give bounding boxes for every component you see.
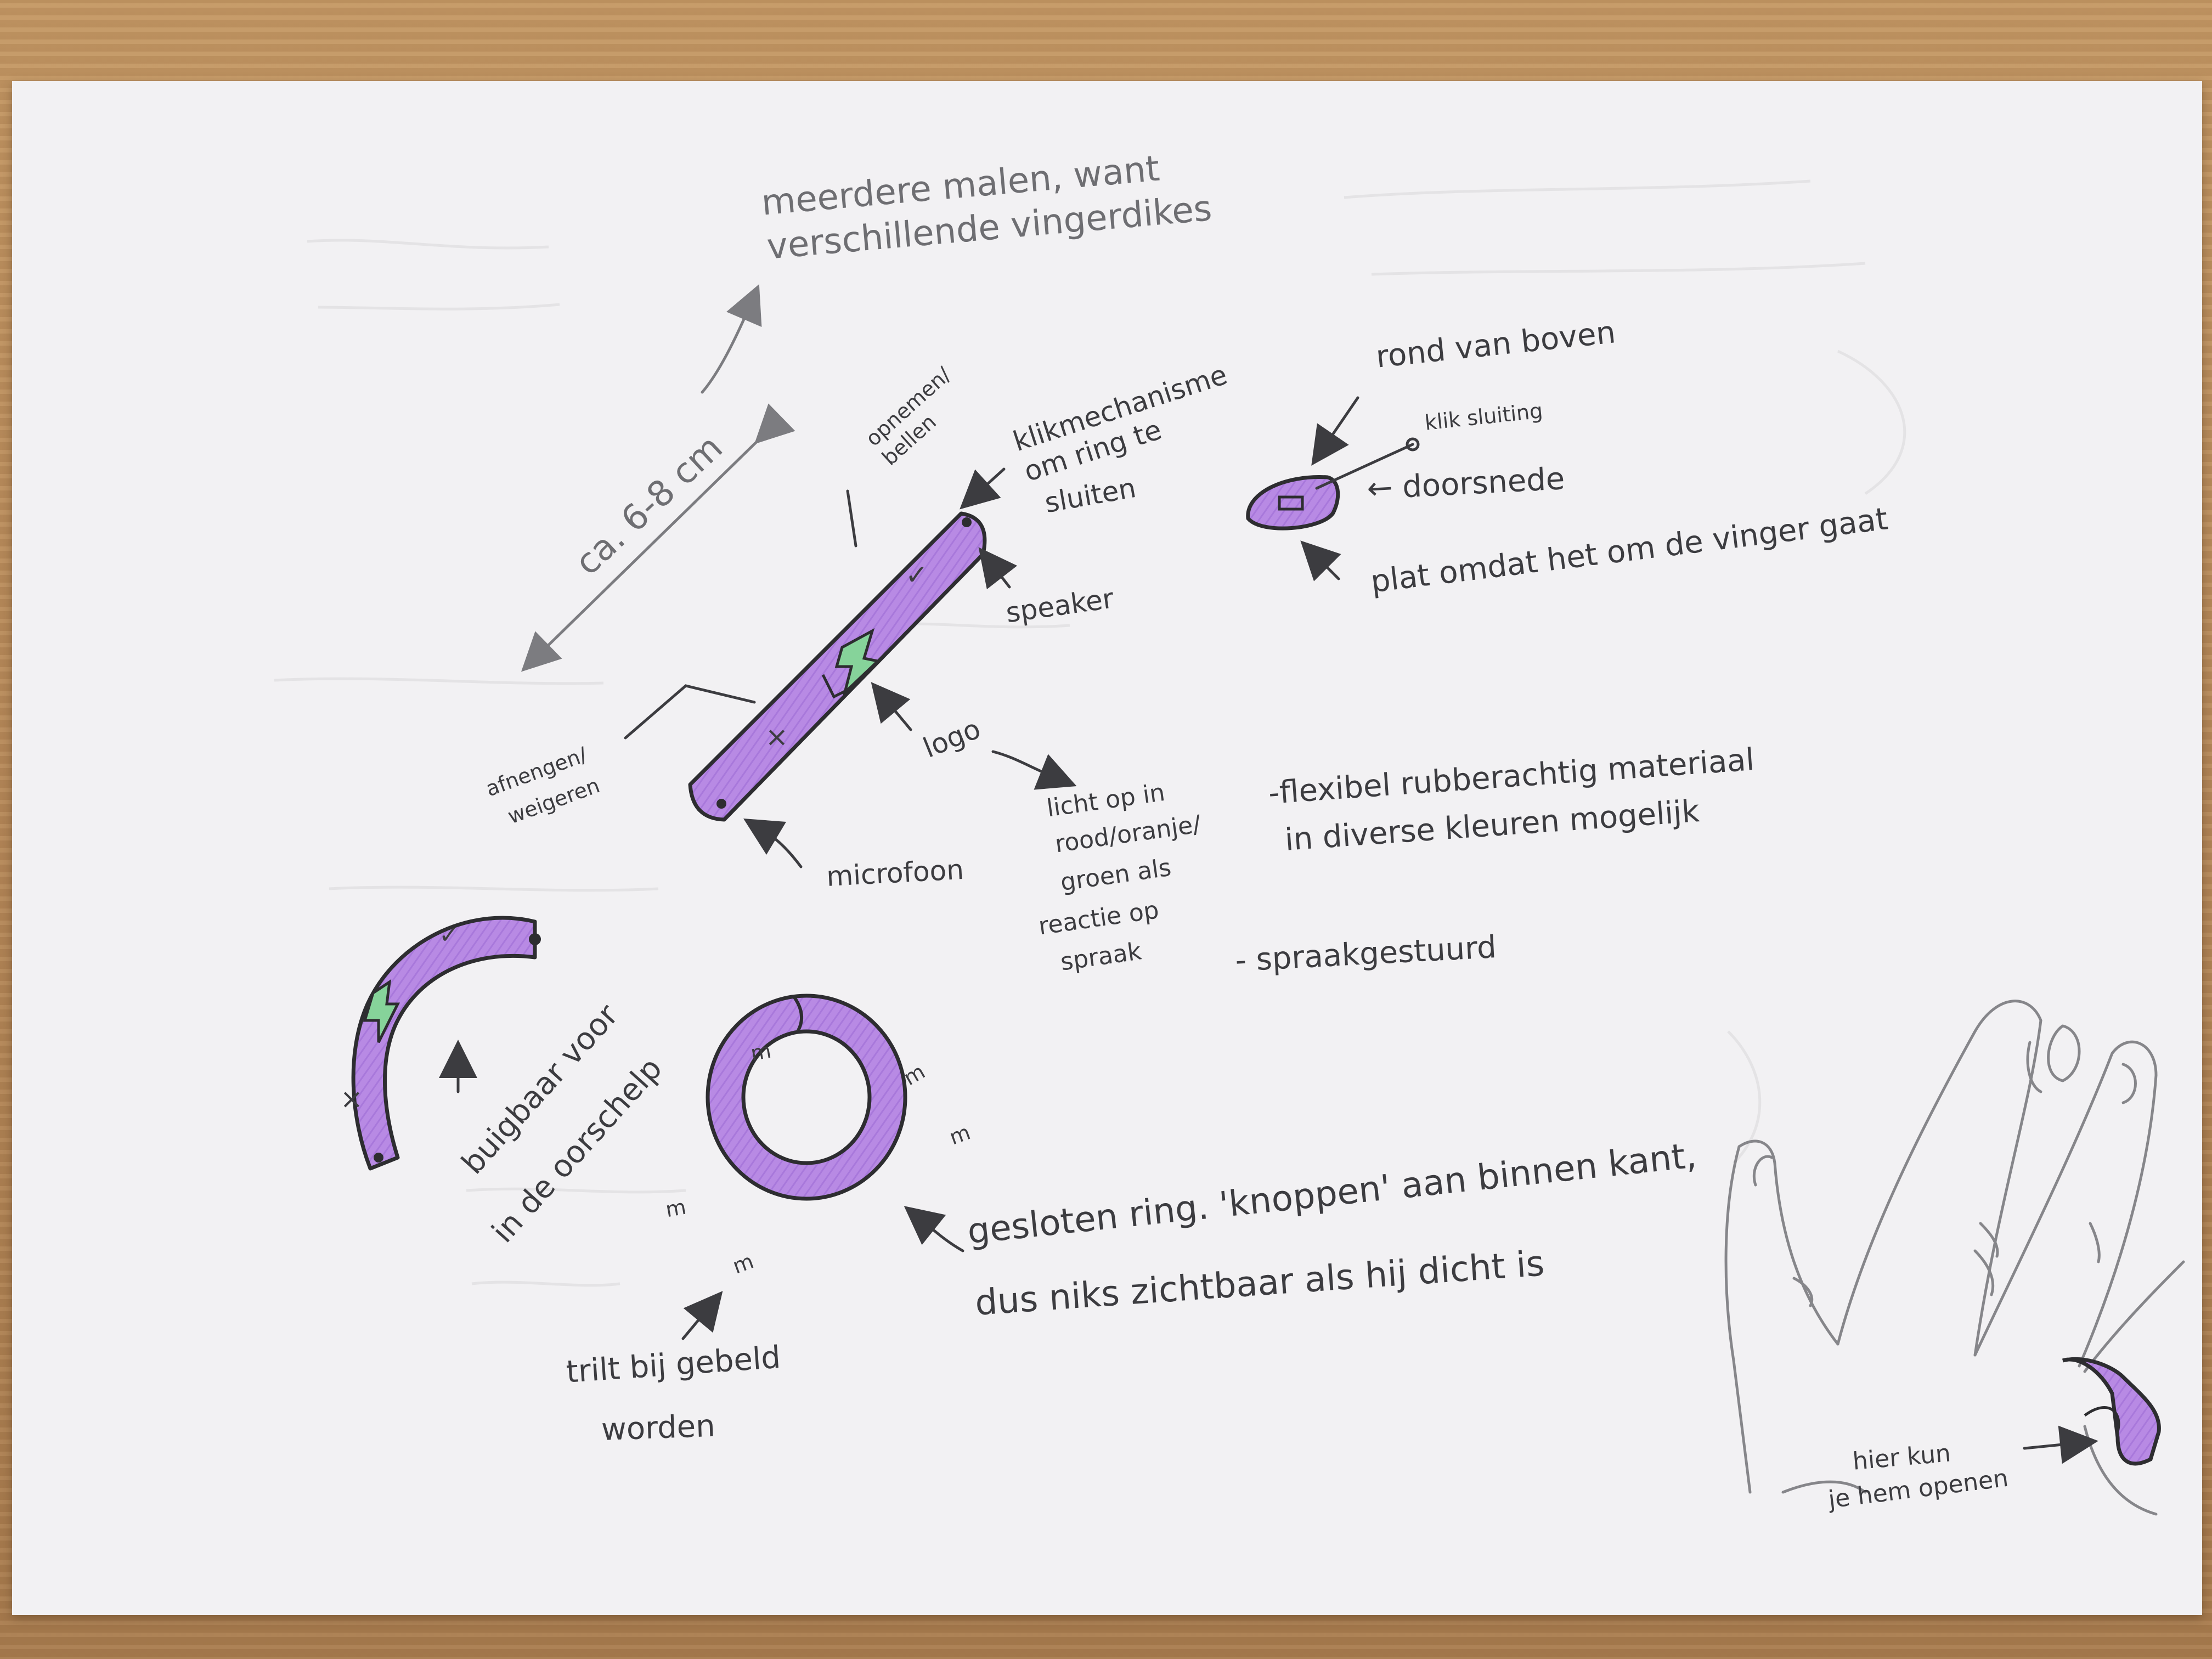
microphone-dot: [716, 799, 726, 809]
accept-mark: ✓: [439, 921, 459, 949]
hand-sketch: [1724, 1000, 2185, 1516]
speaker-dot: [962, 517, 972, 527]
straight-ring-device: [688, 511, 987, 822]
note-vibrates-line2: worden: [600, 1408, 716, 1448]
logo-icon: [363, 979, 400, 1043]
microphone-dot: [374, 1153, 383, 1163]
accept-mark: ✓: [905, 559, 928, 591]
curved-ear-device: [351, 916, 541, 1171]
arrow-lines: [439, 284, 2098, 1464]
speaker-dot: [529, 933, 541, 945]
logo-icon: [821, 628, 881, 699]
closed-ring-device: [706, 994, 907, 1201]
vibration-mark: m: [663, 1194, 688, 1222]
vibration-mark: m: [748, 1038, 773, 1066]
sketch-paper-sheet: [12, 81, 2202, 1615]
reject-mark: ×: [340, 1083, 363, 1115]
ring-on-finger: [2062, 1357, 2161, 1466]
cross-section-shape: [1246, 475, 1340, 531]
reject-mark: ×: [765, 721, 788, 753]
